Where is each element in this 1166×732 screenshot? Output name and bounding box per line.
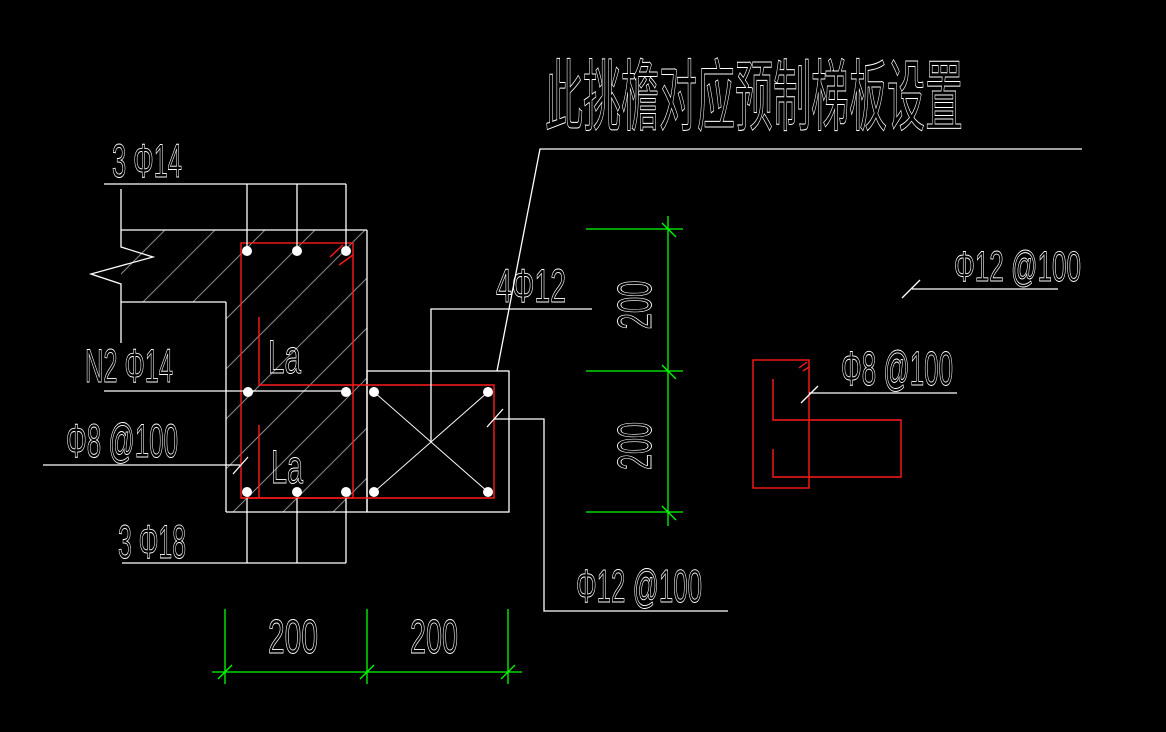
hatch-line	[294, 230, 367, 512]
hatch-line	[194, 230, 367, 512]
title-leader-line	[496, 148, 1082, 372]
stirrup-hook-2	[338, 254, 354, 266]
detail-outer-stirrup	[752, 359, 810, 489]
rebar-dot	[242, 487, 252, 497]
dimension-tick	[661, 222, 677, 238]
leader-tick	[901, 279, 921, 299]
label-column-stirrup: Φ8 @100	[66, 414, 178, 467]
drawing-title: 此挑檐对应预制梯板设置	[545, 53, 963, 143]
rebar-dot	[341, 487, 351, 497]
hatch-line	[121, 230, 367, 512]
label-detail-top-rebar: Φ12 @100	[954, 243, 1081, 291]
dimension-text-vertical-1: 200	[609, 281, 662, 330]
hatch-line	[144, 230, 367, 512]
rebar-dot	[369, 387, 379, 397]
beam-outline	[366, 370, 510, 513]
anchorage-bar-upper	[241, 317, 495, 499]
rebar-dot	[369, 487, 379, 497]
hatch-line	[121, 230, 367, 512]
hatch-line	[121, 230, 367, 512]
label-anchorage-lower: La	[271, 440, 304, 493]
label-beam-rebar: 4Φ12	[496, 259, 566, 312]
dimension-text-horizontal-2: 200	[410, 611, 458, 664]
label-beam-stirrup: Φ12 @100	[576, 560, 702, 612]
dimension-tick	[661, 364, 677, 380]
dimension-tick	[661, 505, 677, 521]
rebar-dot	[292, 487, 302, 497]
dimension-text-horizontal-1: 200	[268, 611, 318, 664]
break-line-symbol	[88, 189, 156, 343]
rebar-dot	[483, 487, 493, 497]
dimension-vertical: 200 200	[586, 216, 683, 526]
leader-tick	[232, 456, 249, 475]
rebar-dots	[242, 246, 493, 497]
stirrup-hook-1	[329, 244, 344, 258]
detail-hook-2	[802, 366, 810, 372]
rebar-dot	[243, 387, 253, 397]
dimension-horizontal: 200 200	[212, 609, 522, 684]
dimension-tick	[359, 664, 375, 680]
leader-top-rebar: 3 Φ14	[104, 134, 347, 251]
label-top-rebar: 3 Φ14	[112, 134, 182, 187]
dimension-tick	[217, 664, 233, 680]
leader-tick	[486, 408, 504, 428]
leader-beam-rebar	[430, 308, 592, 442]
leader-beam-stirrup	[494, 418, 728, 612]
dimension-tick	[500, 664, 516, 680]
label-detail-stirrup: Φ8 @100	[841, 343, 953, 396]
hatch-line	[121, 230, 367, 512]
dimension-text-vertical-2: 200	[609, 422, 662, 470]
rebar-stirrups	[240, 242, 495, 499]
leader-tick	[800, 385, 819, 404]
slab-detail: Φ8 @100 Φ12 @100	[752, 243, 1081, 489]
detail-hook-1	[798, 361, 808, 369]
rebar-dot	[341, 387, 351, 397]
leader-bottom-rebar: 3 Φ18	[118, 498, 347, 568]
detail-slab-bar	[772, 379, 902, 478]
rebar-dot	[483, 387, 493, 397]
label-middle-rebar: N2 Φ14	[85, 339, 173, 392]
label-bottom-rebar: 3 Φ18	[118, 515, 186, 568]
hatch-line	[244, 230, 367, 512]
label-anchorage-upper: La	[268, 330, 302, 383]
